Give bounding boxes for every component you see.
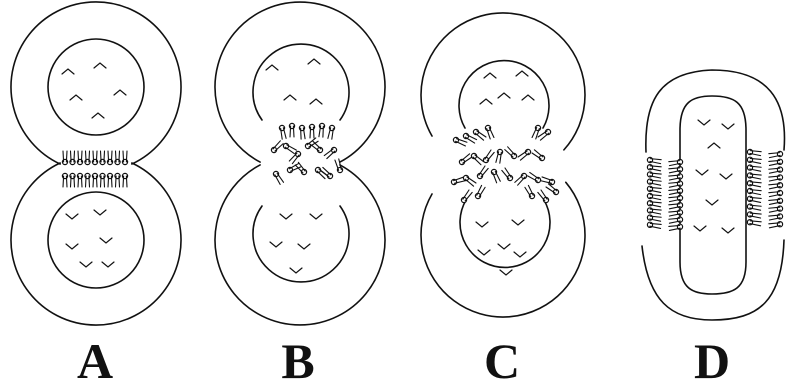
chevron-down-mark	[720, 174, 732, 179]
lipid-row-bottom	[62, 173, 127, 187]
chevron-up-mark	[284, 95, 296, 100]
chevron-down-mark	[66, 244, 78, 249]
chevron-down-mark	[290, 268, 302, 273]
chevron-down-mark	[94, 210, 106, 215]
panel-b-stalk-contact	[215, 2, 385, 325]
chevron-down-mark	[698, 120, 710, 125]
chevron-down-mark	[80, 262, 92, 267]
lumen-bottom-arc	[460, 200, 550, 267]
lumen-top-arc	[253, 44, 349, 120]
lipid-cluster	[271, 123, 342, 184]
chevron-up-mark	[498, 93, 510, 98]
outer-membrane-top	[646, 70, 785, 152]
chevron-up-mark	[92, 113, 104, 118]
chevron-down-mark	[696, 170, 708, 175]
chevron-down-mark	[476, 222, 488, 227]
chevron-up-mark	[62, 69, 74, 74]
chevron-down-mark	[722, 124, 734, 129]
chevron-down-mark	[498, 244, 510, 249]
outer-membrane-top	[11, 2, 181, 164]
outer-membrane-bottom	[642, 240, 784, 320]
chevron-down-mark	[706, 200, 718, 205]
chevron-up-mark	[522, 95, 534, 100]
outer-membrane-top	[215, 2, 385, 162]
chevron-up-mark	[708, 143, 720, 148]
chevron-down-mark	[514, 252, 526, 257]
lipid-band	[451, 125, 558, 202]
chevron-up-mark	[480, 99, 492, 104]
panel-label-b: B	[258, 336, 338, 386]
panel-d-fused-vesicle	[642, 70, 784, 320]
panel-label-c: C	[462, 336, 542, 386]
chevron-up-mark	[310, 99, 322, 104]
chevron-up-mark	[94, 63, 106, 68]
chevron-up-mark	[114, 90, 126, 95]
chevron-down-mark	[722, 228, 734, 233]
lumen-top	[48, 39, 144, 135]
chevron-down-mark	[280, 214, 292, 219]
outer-membrane-bottom	[421, 182, 585, 317]
panel-label-d: D	[672, 336, 752, 386]
chevron-up-mark	[70, 95, 82, 100]
lipid-row-top	[62, 151, 127, 165]
chevron-down-mark	[310, 214, 322, 219]
chevron-up-mark	[516, 71, 528, 76]
chevron-down-mark	[478, 250, 490, 255]
lumen-fused	[680, 96, 746, 294]
lumen-bottom	[48, 192, 144, 288]
lumen-bottom-arc	[253, 206, 349, 282]
chevron-down-mark	[100, 238, 112, 243]
panel-a-two-vesicles	[11, 2, 181, 325]
chevron-down-mark	[102, 262, 114, 267]
lipid-column-right	[747, 149, 782, 227]
chevron-down-mark	[512, 220, 524, 225]
lipid-column-left	[647, 157, 682, 230]
chevron-down-mark	[270, 242, 282, 247]
chevron-up-mark	[484, 73, 496, 78]
chevron-down-mark	[694, 226, 706, 231]
chevron-up-mark	[266, 65, 278, 70]
chevron-up-mark	[308, 59, 320, 64]
panel-c-hemifusion	[421, 13, 585, 317]
outer-membrane-bottom	[11, 163, 181, 325]
outer-membrane-top	[421, 13, 585, 150]
chevron-down-mark	[66, 214, 78, 219]
lumen-top-arc	[459, 61, 549, 128]
chevron-down-mark	[500, 270, 512, 275]
panel-label-a: A	[55, 336, 135, 386]
chevron-down-mark	[298, 244, 310, 249]
